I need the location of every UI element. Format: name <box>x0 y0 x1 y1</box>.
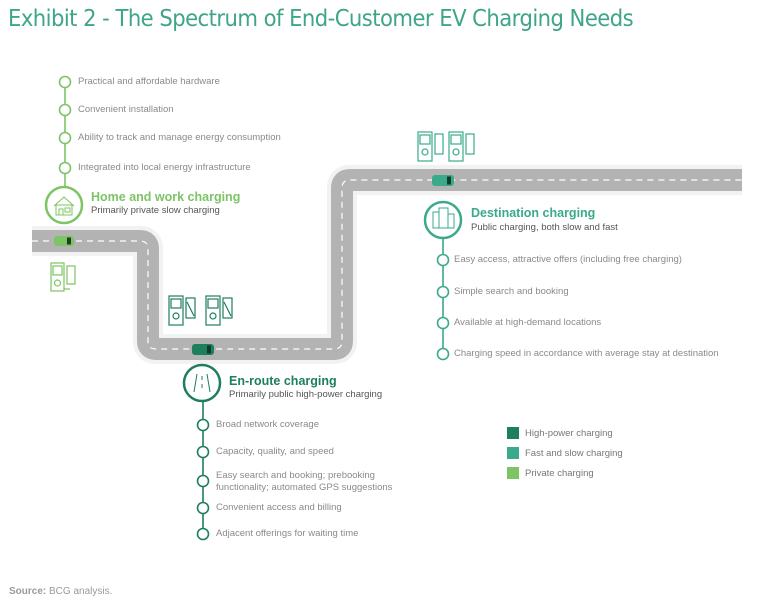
enroute-need-3a: Easy search and booking; prebooking <box>216 470 375 481</box>
highway-icon <box>193 373 211 393</box>
home-needs-timeline <box>44 75 84 225</box>
legend-label: Fast and slow charging <box>525 447 623 459</box>
enroute-need-3b: functionality; automated GPS suggestions <box>216 482 393 493</box>
car-destination-icon <box>432 175 454 186</box>
destination-subheading: Public charging, both slow and fast <box>471 222 618 233</box>
legend-label: High-power charging <box>525 427 613 439</box>
legend-private: Private charging <box>507 467 594 479</box>
legend-swatch-private <box>507 467 519 479</box>
destination-need-2: Simple search and booking <box>454 286 569 297</box>
legend-fast-slow: Fast and slow charging <box>507 447 623 459</box>
exhibit-title: Exhibit 2 - The Spectrum of End-Customer… <box>8 6 634 32</box>
legend-swatch-fast-slow <box>507 447 519 459</box>
home-need-4: Integrated into local energy infrastruct… <box>78 162 251 173</box>
enroute-subheading: Primarily public high-power charging <box>229 389 383 400</box>
enroute-need-4: Convenient access and billing <box>216 502 342 513</box>
destination-needs-timeline <box>423 200 463 361</box>
enroute-needs-timeline <box>182 363 222 541</box>
legend-high-power: High-power charging <box>507 427 613 439</box>
source-text: BCG analysis. <box>49 586 113 597</box>
legend-label: Private charging <box>525 467 594 479</box>
home-need-2: Convenient installation <box>78 104 174 115</box>
enroute-need-5: Adjacent offerings for waiting time <box>216 528 359 539</box>
home-subheading: Primarily private slow charging <box>91 205 220 216</box>
road-center-line <box>32 179 742 350</box>
fast-slow-charger-icon <box>417 131 475 162</box>
home-need-3: Ability to track and manage energy consu… <box>78 132 281 143</box>
source-label: Source: <box>9 586 47 597</box>
enroute-need-1: Broad network coverage <box>216 419 319 430</box>
house-icon <box>53 196 75 216</box>
legend-swatch-high-power <box>507 427 519 439</box>
destination-need-4: Charging speed in accordance with averag… <box>454 348 719 359</box>
home-need-1: Practical and affordable hardware <box>78 76 220 87</box>
destination-need-1: Easy access, attractive offers (includin… <box>454 254 682 265</box>
car-high-power-icon <box>192 344 214 355</box>
buildings-icon <box>432 207 455 229</box>
high-power-charger-icon <box>168 295 233 326</box>
destination-heading: Destination charging <box>471 206 596 220</box>
home-heading: Home and work charging <box>91 190 241 204</box>
enroute-need-2: Capacity, quality, and speed <box>216 446 334 457</box>
car-private-icon <box>54 236 74 246</box>
destination-need-3: Available at high-demand locations <box>454 317 602 328</box>
source-note: Source: BCG analysis. <box>9 586 112 597</box>
enroute-heading: En-route charging <box>229 374 337 388</box>
private-charger-icon <box>50 262 76 292</box>
